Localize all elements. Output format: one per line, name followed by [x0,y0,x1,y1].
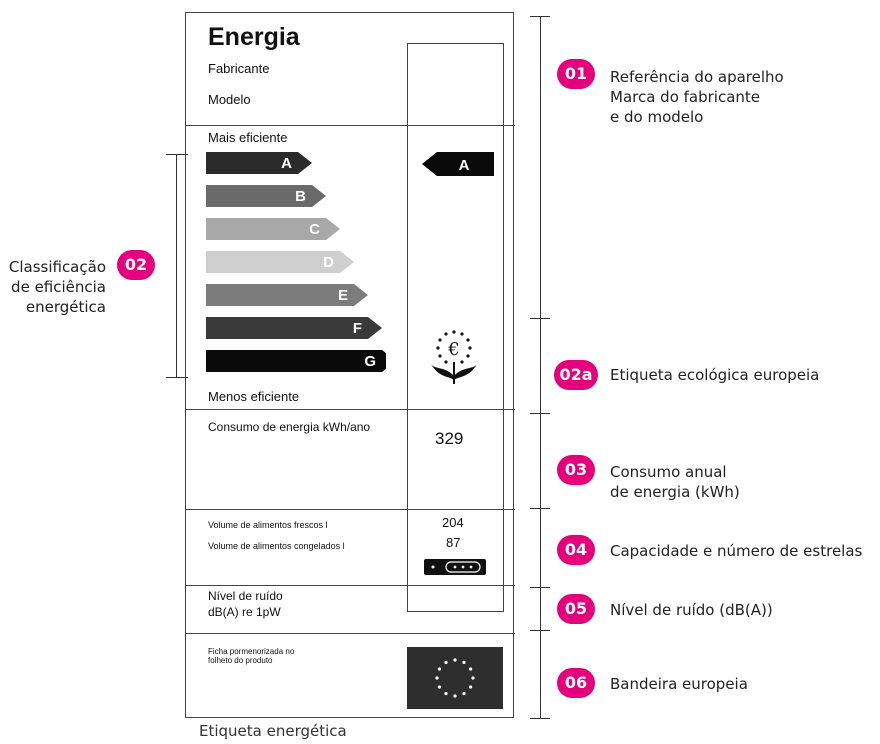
fresh-volume-label: Volume de alimentos frescos l [208,520,328,530]
eu-ecolabel-flower-icon: € [431,330,477,384]
efficiency-class-b-arrow [206,185,326,207]
eu-flag-star [462,691,466,696]
callout-05: Nível de ruído (dB(A)) [610,601,773,619]
efficiency-class-g-letter: G [364,353,376,370]
label-title: Energia [208,23,300,51]
consumption-label: Consumo de energia kWh/ano [208,420,371,434]
more-efficient-label: Mais eficiente [208,130,288,145]
efficiency-class-c-arrow [206,218,340,240]
sections-bracket [540,16,541,718]
efficiency-class-b-letter: B [295,188,306,205]
frozen-volume-value: 87 [446,535,461,550]
frozen-volume-label: Volume de alimentos congelados l [208,541,345,551]
badge-02a: 02a [554,360,598,390]
eu-flag-star [453,694,457,698]
noise-label-line2: dB(A) re 1pW [208,605,281,619]
callout-04: Capacidade e número de estrelas [610,542,863,560]
eu-flag-star [471,676,475,680]
rating-letter: A [459,157,470,174]
callout-02a: Etiqueta ecológica europeia [610,366,820,384]
badge-03: 03 [557,455,595,485]
eu-flag-star [437,667,442,671]
badge-02: 02 [117,250,155,280]
svg-text:€: € [447,339,459,360]
eu-flag-icon [407,647,503,709]
freezer-stars-icon [424,559,486,575]
eu-flag-star [444,660,448,665]
leaflet-line1: Ficha pormenorizada no [208,647,295,656]
rating-arrow: A [422,152,494,176]
eu-flag-star [462,660,466,665]
efficiency-bracket [176,154,177,377]
efficiency-class-g-arrow [206,350,386,372]
energy-label: Energia Fabricante Modelo Mais eficiente… [185,12,515,718]
reference-box [407,43,504,126]
efficiency-class-a-letter: A [281,155,292,172]
efficiency-class-c-letter: C [309,221,320,238]
manufacturer-label: Fabricante [208,61,270,76]
eu-flag-star [437,685,442,689]
noise-label-line1: Nível de ruído [208,589,283,603]
efficiency-class-d-letter: D [323,254,334,271]
efficiency-class-a-arrow [206,152,312,174]
badge-05: 05 [557,594,595,624]
efficiency-class-f-letter: F [353,320,362,337]
efficiency-class-e-arrow [206,284,368,306]
eu-flag-star [453,658,457,662]
badge-01: 01 [557,59,595,89]
efficiency-class-e-letter: E [338,287,348,304]
badge-06: 06 [557,668,595,698]
badge-04: 04 [557,535,595,565]
eu-flag-star [435,676,439,680]
fresh-volume-value: 204 [442,515,464,530]
less-efficient-label: Menos eficiente [208,389,300,404]
caption: Etiqueta energética [199,722,347,740]
model-label: Modelo [208,92,251,107]
consumption-value: 329 [435,429,464,448]
efficiency-class-d-arrow [206,251,354,273]
eu-flag-star [444,691,448,696]
efficiency-class-f-arrow [206,317,382,339]
leaflet-line2: folheto do produto [208,656,273,665]
eu-flag-star [468,667,473,671]
eu-flag-star [468,685,473,689]
callout-06: Bandeira europeia [610,675,748,693]
